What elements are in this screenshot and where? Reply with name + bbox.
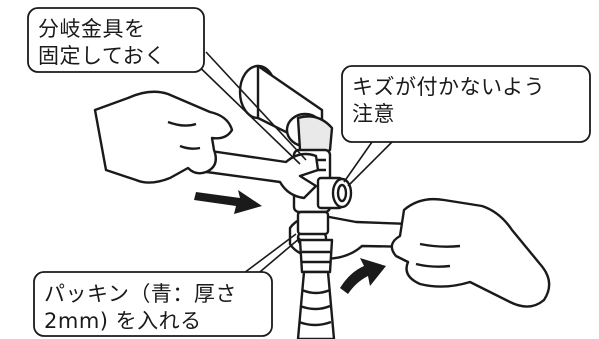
callout-packing-line1: パッキン（青：厚さ — [44, 282, 237, 306]
upper-wrench — [188, 146, 320, 200]
callout-packing: パッキン（青：厚さ 2mm) を入れる — [44, 281, 237, 335]
faucet-body — [238, 64, 334, 157]
callout-fix-fitting: 分岐金具を 固定しておく — [38, 16, 166, 70]
callout-no-scratch: キズが付かないよう 注意 — [352, 74, 545, 128]
callout-no-scratch-line1: キズが付かないよう — [352, 75, 546, 99]
callout-no-scratch-line2: 注意 — [352, 102, 395, 126]
hose — [296, 210, 336, 339]
right-hand — [390, 197, 551, 308]
push-arrow-left — [194, 190, 262, 214]
callout-fix-fitting-line1: 分岐金具を — [38, 17, 146, 41]
callout-packing-line2: 2mm) を入れる — [44, 309, 202, 333]
left-hand — [93, 90, 234, 184]
rotate-arrow-right — [340, 258, 386, 294]
callout-box-fix-fitting — [27, 7, 205, 73]
callout-box-no-scratch — [341, 65, 591, 143]
callout-fix-fitting-line2: 固定しておく — [38, 44, 166, 68]
callout-box-packing — [33, 271, 273, 337]
